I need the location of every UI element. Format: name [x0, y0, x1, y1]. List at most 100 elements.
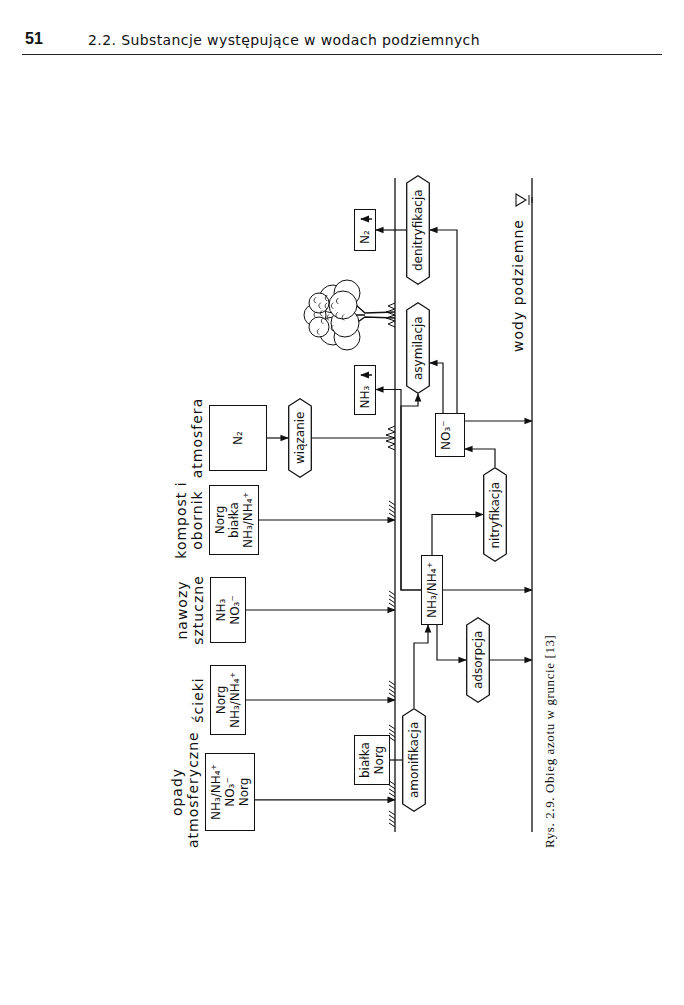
process-hexagon: adsorpcja — [466, 617, 490, 703]
tree-leaf-texture — [331, 325, 333, 331]
node-text: białka — [358, 742, 372, 778]
source-box: NO₃⁻ — [435, 413, 465, 457]
section-heading: 2.2. Substancje występujące w wodach pod… — [88, 32, 480, 48]
node-text: NH₃ — [214, 584, 228, 636]
tree-crown — [309, 293, 329, 313]
tree-leaf-texture — [325, 303, 327, 309]
ground-hatch — [389, 811, 395, 815]
source-box: NH₃/NH₄⁺ — [421, 555, 443, 625]
tree-leaf-texture — [314, 297, 316, 303]
gas-arrow-line — [361, 219, 372, 220]
flow-connector — [390, 759, 402, 760]
tree-leaf-texture — [336, 298, 338, 304]
ground-hatch — [389, 789, 395, 793]
tree-leaf-texture — [327, 315, 329, 321]
node-text: N₂ — [358, 230, 372, 244]
ground-hatch — [389, 725, 395, 729]
ground-hatch — [389, 603, 395, 607]
ground-hatch — [389, 595, 395, 599]
water-level-symbol — [529, 195, 532, 205]
ground-hatch — [389, 819, 395, 823]
node-text: Norg — [372, 742, 386, 778]
node-text: wiązanie — [293, 412, 307, 464]
ground-hatch — [389, 599, 395, 603]
leaching-arrow — [443, 589, 532, 590]
node-text: denitryfikacja — [411, 189, 425, 271]
gas-arrow — [355, 213, 377, 225]
source-box: atmosferaN₂ — [209, 405, 267, 471]
node-text: NH₃/NH₄⁺ — [228, 672, 242, 728]
node-text: asymilacja — [411, 316, 425, 380]
source-box: ściekiNorgNH₃/NH₄⁺ — [210, 665, 246, 735]
hexagon-shape — [407, 303, 430, 394]
tree-leaf-texture — [331, 303, 333, 309]
ground-hatch — [389, 823, 395, 827]
flow-connector — [376, 390, 421, 591]
tree-leaf-texture — [325, 295, 327, 301]
source-heading: kompost i obornik — [173, 478, 205, 562]
node-text: NO₃⁻ — [439, 420, 453, 450]
rotated-diagram: opady atmosferyczneNH₃/NH₄⁺NO₃⁻Norgściek… — [160, 140, 570, 860]
tree-leaf-texture — [319, 303, 321, 309]
node-text: NH₃/NH₄⁺ — [425, 562, 439, 618]
tree-leaf-texture — [320, 310, 322, 316]
source-heading: nawozy sztuczne — [174, 570, 206, 650]
source-heading: ścieki — [190, 660, 206, 740]
node-text: nitryfikacja — [488, 482, 502, 549]
node-text: NO₃⁻ — [223, 760, 237, 824]
hexagon-shape — [289, 399, 312, 478]
node-text: NH₃ — [358, 386, 372, 409]
water-table — [531, 178, 532, 832]
node-text: białka — [227, 492, 241, 548]
input-arrow — [255, 799, 395, 800]
grass-symbol — [386, 426, 395, 450]
ground-hatch — [389, 509, 395, 513]
flow-connector — [414, 625, 428, 708]
source-box: N₂ — [354, 209, 376, 251]
source-box: białkaNorg — [354, 735, 390, 785]
source-heading: opady atmosferyczne — [169, 736, 201, 848]
input-arrow — [246, 699, 395, 700]
hexagon-shape — [403, 709, 426, 812]
source-box: opady atmosferyczneNH₃/NH₄⁺NO₃⁻Norg — [205, 753, 255, 831]
ground-hatch — [389, 591, 395, 595]
node-text: Norg — [237, 760, 251, 824]
tree-leaf-texture — [336, 312, 338, 318]
flow-connector — [267, 437, 288, 438]
node-text: NO₃⁻ — [228, 584, 242, 636]
fixation-line — [312, 437, 395, 438]
process-hexagon: wiązanie — [288, 398, 312, 478]
flow-connector — [465, 449, 495, 467]
leaching-arrow — [490, 659, 532, 660]
hexagon-shape — [407, 176, 430, 285]
flow-connector — [376, 229, 406, 230]
hexagon-shape — [467, 618, 490, 703]
process-hexagon: amonifikacja — [402, 708, 426, 812]
process-hexagon: asymilacja — [406, 302, 430, 394]
ground-hatch — [389, 505, 395, 509]
zone-label: wody podziemne — [510, 219, 526, 352]
flow-connector — [401, 394, 421, 590]
leaching-arrow — [465, 420, 532, 421]
node-text: N₂ — [231, 412, 245, 464]
process-hexagon: nitryfikacja — [483, 468, 507, 563]
hexagon-shape — [484, 468, 507, 562]
node-text: adsorpcja — [471, 631, 485, 689]
node-text: NH₃/NH₄⁺ — [209, 760, 223, 824]
ground-hatch — [389, 729, 395, 733]
tree-crown — [329, 291, 357, 319]
ground-hatch — [389, 685, 395, 689]
node-text: Norg — [213, 492, 227, 548]
gas-arrow — [355, 369, 377, 381]
ground-hatch — [389, 681, 395, 685]
figure-caption: Rys. 2.9. Obieg azotu w gruncie [13] — [542, 634, 558, 848]
ground-hatch — [389, 689, 395, 693]
source-box: NH₃ — [354, 365, 376, 416]
ground-hatch — [389, 815, 395, 819]
source-box: kompost i obornikNorgbiałkaNH₃/NH₄⁺ — [209, 485, 259, 555]
input-arrow — [259, 519, 395, 520]
ground-hatch — [389, 793, 395, 797]
source-heading: atmosfera — [189, 388, 205, 488]
source-box: nawozy sztuczneNH₃NO₃⁻ — [210, 577, 246, 643]
ground-hatch — [389, 501, 395, 505]
